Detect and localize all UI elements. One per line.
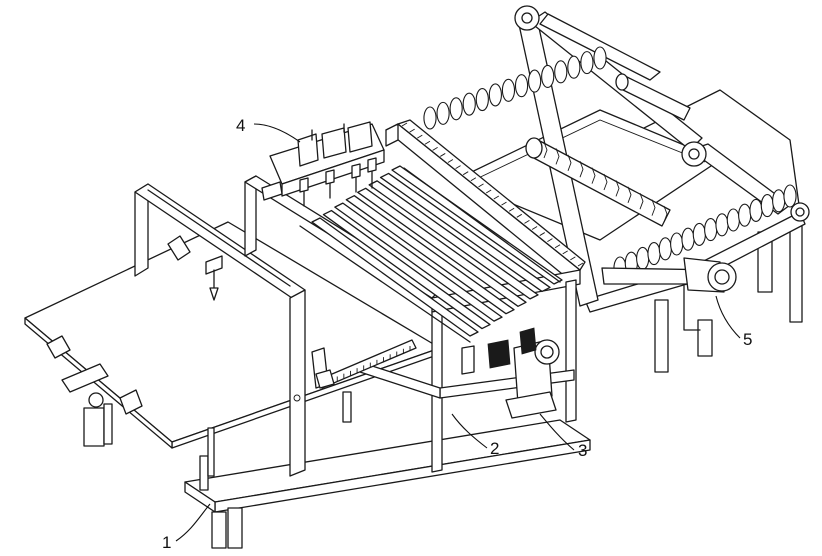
roller-bed	[299, 165, 563, 343]
label-4: 4	[236, 116, 245, 135]
label-3: 3	[578, 441, 587, 460]
leader-5	[715, 295, 741, 339]
front-gantry	[134, 183, 306, 477]
leader-1	[175, 503, 211, 542]
reference-labels: 1 2 3 4 5	[162, 116, 752, 552]
leader-3	[539, 413, 575, 451]
base-frame	[184, 391, 591, 549]
label-5: 5	[743, 330, 752, 349]
rear-a-frame	[423, 5, 810, 373]
leader-4	[253, 123, 301, 143]
label-2: 2	[490, 439, 499, 458]
leader-2	[451, 413, 488, 449]
cutting-heads	[261, 121, 385, 207]
label-1: 1	[162, 533, 171, 552]
